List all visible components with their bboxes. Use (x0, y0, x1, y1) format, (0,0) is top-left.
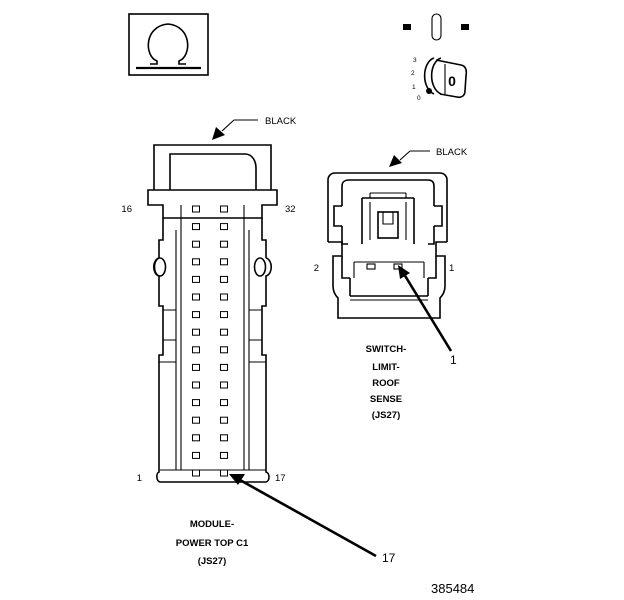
key-position-2: 2 (411, 70, 415, 77)
pin-cavity (220, 311, 228, 319)
pin-cavity (220, 451, 228, 459)
pin-cavity (192, 363, 200, 371)
left-color-callout: BLACK (212, 116, 297, 140)
pin-cavity (192, 205, 200, 213)
pin-cavity (192, 434, 200, 442)
pin-cavity (220, 240, 228, 248)
pin-cavity (192, 381, 200, 389)
pin-cavity (192, 275, 200, 283)
pin-cavity (192, 451, 200, 459)
pin-cavity (220, 223, 228, 231)
pin-cavity (220, 205, 228, 213)
ignition-key-icon: 3 2 1 0 0 (403, 13, 469, 102)
pin-cavity (220, 381, 228, 389)
left-connector-name-line1: MODULE- (190, 519, 234, 530)
pin-cavity (220, 469, 228, 477)
pin-cavity (220, 275, 228, 283)
pin-cavity (220, 258, 228, 266)
pin-cavity (220, 328, 228, 336)
pin-cavity (192, 416, 200, 424)
pin-cavity-grid (192, 205, 228, 477)
right-color-label: BLACK (436, 147, 468, 158)
pin-cavity (220, 293, 228, 301)
pin-cavity (192, 399, 200, 407)
pin-cavity (192, 328, 200, 336)
pin-cavity-2 (366, 263, 376, 270)
pin-cavity (192, 293, 200, 301)
callout-number-1: 1 (450, 353, 457, 367)
left-connector-name-line3: (JS27) (198, 556, 227, 567)
pin-cavity (192, 240, 200, 248)
pin-cavity (220, 363, 228, 371)
key-position-3: 3 (413, 57, 417, 64)
pin-cavity (220, 434, 228, 442)
pin-1-callout: 1 (398, 265, 457, 367)
left-connector: BLACK 16 32 1 17 17 MODULE (121, 116, 395, 567)
right-connector-name-line1: SWITCH- (366, 344, 407, 355)
callout-number-17: 17 (382, 551, 396, 565)
right-color-callout: BLACK (389, 147, 468, 167)
pin-label-16: 16 (121, 204, 132, 215)
pin-label-17: 17 (275, 473, 286, 484)
figure-number: 385484 (431, 581, 474, 596)
pin-label-1: 1 (137, 473, 142, 484)
pin-cavity (192, 223, 200, 231)
right-connector: BLACK 2 1 1 SWITCH- LIMIT- ROOF (314, 147, 468, 421)
pin-label-2: 2 (314, 263, 319, 274)
left-color-label: BLACK (265, 116, 297, 127)
right-connector-name-line5: (JS27) (372, 410, 401, 421)
key-label: 0 (448, 73, 456, 89)
pin-cavity (220, 416, 228, 424)
left-connector-name-line2: POWER TOP C1 (176, 538, 249, 549)
pin-cavity (192, 258, 200, 266)
right-connector-name-line3: ROOF (372, 378, 400, 389)
right-connector-name-line2: LIMIT- (372, 362, 399, 373)
pin-cavity (220, 399, 228, 407)
omega-ground-icon (128, 13, 209, 76)
pin-cavity (220, 346, 228, 354)
pin-cavity (192, 346, 200, 354)
pin-label-1: 1 (449, 263, 454, 274)
pin-17-callout: 17 (229, 474, 396, 565)
key-position-0: 0 (417, 95, 421, 102)
pin-cavity (192, 311, 200, 319)
pin-cavity-1 (393, 263, 403, 270)
pin-label-32: 32 (285, 204, 296, 215)
key-position-1: 1 (412, 84, 416, 91)
pin-cavity (192, 469, 200, 477)
right-connector-name-line4: SENSE (370, 394, 402, 405)
